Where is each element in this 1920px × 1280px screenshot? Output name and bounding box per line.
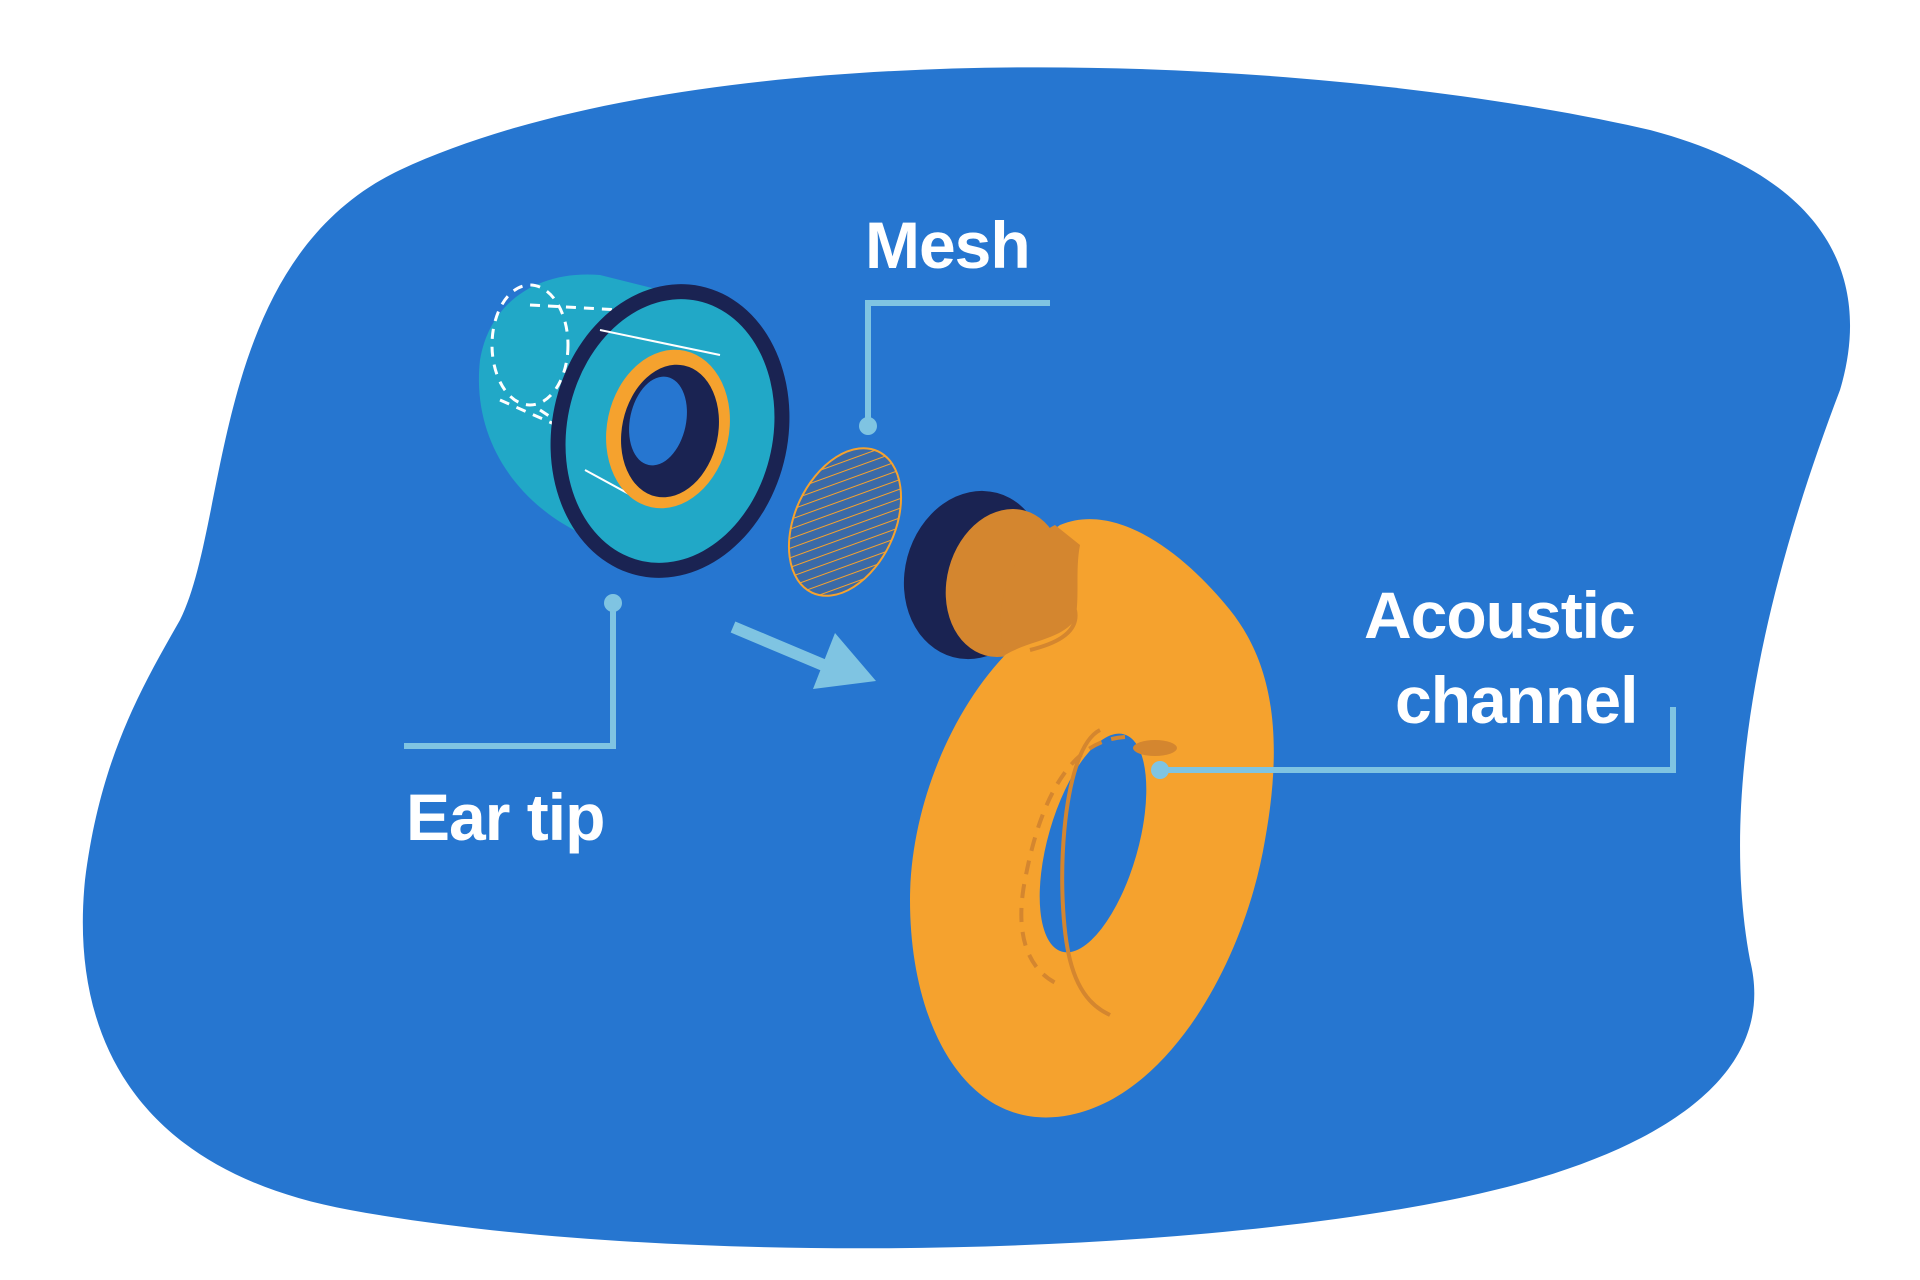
ear-tip-label: Ear tip: [406, 780, 604, 854]
earplug-hole: [1039, 733, 1147, 953]
mesh-disc-illustration: [787, 447, 903, 597]
assembly-arrow-icon: [730, 621, 876, 689]
earplug-neck-shade: [1000, 525, 1080, 655]
earplug-hole-rim: [1060, 728, 1111, 1017]
leader-mesh: [859, 300, 1050, 435]
earplug-neck-crease: [1029, 609, 1078, 652]
acoustic-channel-label-line2: channel: [1395, 663, 1637, 737]
leader-ear-tip: [404, 594, 622, 749]
leader-acoustic-channel: [1151, 707, 1676, 779]
acoustic-channel-opening: [1133, 740, 1177, 756]
ear-tip-illustration: [478, 274, 790, 578]
mesh-disc: [787, 447, 903, 597]
ear-tip-hole-inner: [629, 376, 687, 466]
acoustic-channel-dashed: [1019, 735, 1126, 987]
earplug-illustration: [903, 490, 1274, 1118]
mesh-label: Mesh: [865, 208, 1030, 282]
acoustic-channel-label-line1: Acoustic: [1364, 578, 1635, 652]
ear-tip-hidden-edge: [490, 283, 570, 407]
